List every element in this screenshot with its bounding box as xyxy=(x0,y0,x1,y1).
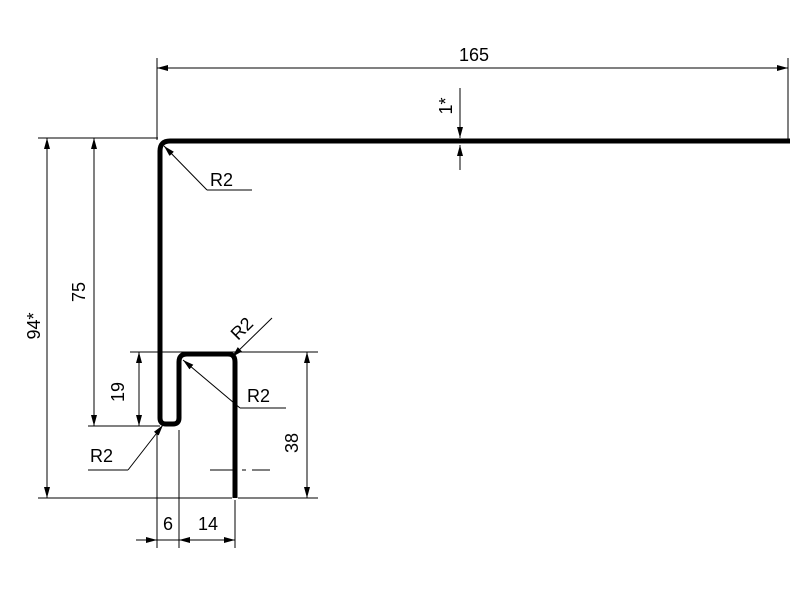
label-height-upper: 75 xyxy=(69,282,89,302)
dimension-height-hook: 19 xyxy=(108,352,142,426)
label-width-total: 165 xyxy=(459,45,489,65)
dimension-height-return: 38 xyxy=(282,352,310,498)
label-height-return: 38 xyxy=(282,433,302,453)
label-radius-channel-top: R2 xyxy=(227,313,257,343)
dimension-height-total: 94* xyxy=(24,138,50,498)
label-thickness: 1* xyxy=(436,97,456,114)
dimension-width-total: 165 xyxy=(157,45,788,71)
profile-outline xyxy=(157,138,790,498)
label-radius-bottom-bend: R2 xyxy=(90,446,113,466)
dimension-height-upper: 75 xyxy=(69,138,97,426)
label-gap-width: 6 xyxy=(163,514,173,534)
label-channel-width: 14 xyxy=(198,514,218,534)
radius-channel-inner: R2 xyxy=(182,359,286,409)
label-height-total: 94* xyxy=(24,312,44,339)
radius-channel-top: R2 xyxy=(227,313,273,358)
radius-top-corner: R2 xyxy=(163,145,252,191)
extension-lines xyxy=(38,58,789,548)
label-radius-top-corner: R2 xyxy=(210,170,233,190)
radius-bottom-bend: R2 xyxy=(88,424,164,471)
dimension-bottom-widths: 6 14 xyxy=(136,514,235,543)
label-radius-channel-inner: R2 xyxy=(247,386,270,406)
label-height-hook: 19 xyxy=(108,382,128,402)
dimension-thickness: 1* xyxy=(436,88,463,170)
